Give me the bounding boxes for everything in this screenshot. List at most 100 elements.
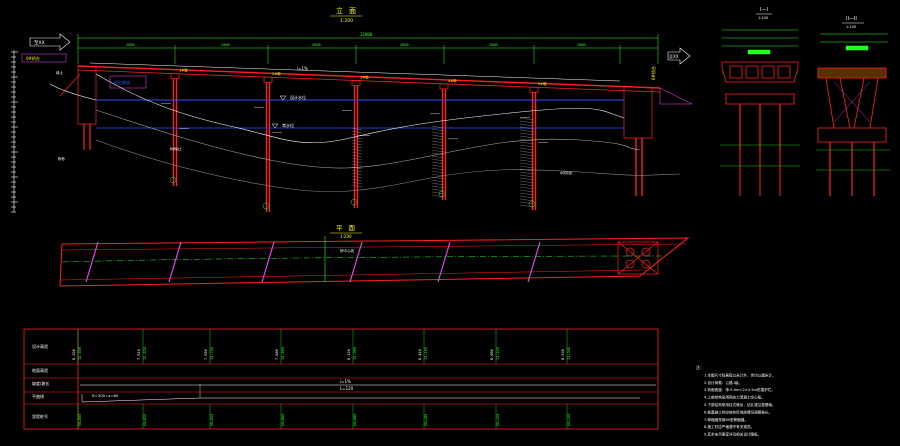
right-road-arrow: 至XX 6#桥台 <box>650 47 691 80</box>
left-abutment: 桥台锥坡 <box>59 65 147 150</box>
design-notes: 注： 1.本图尺寸除高程以米计外，余均以厘米计。2.设计荷载：公路-I级。3.桥… <box>696 364 776 437</box>
top-dim-total: 12000 <box>360 32 373 37</box>
water-levels: 设计水位 常水位 <box>96 94 624 129</box>
plan-scale: 1:200 <box>340 234 352 239</box>
svg-text:粉质粘土: 粉质粘土 <box>170 146 182 151</box>
plan-centerline <box>61 255 663 263</box>
note-line: 6.桩基施工时应按实际地质情况调整桩长。 <box>704 409 772 414</box>
svg-text:桥台锥坡: 桥台锥坡 <box>114 79 130 85</box>
station-value: K0+020 <box>143 414 147 426</box>
span-dim-label: 2000 <box>221 43 230 47</box>
svg-text:中风化岩: 中风化岩 <box>560 170 572 175</box>
ground-elevation-value: 8.530 <box>561 349 565 360</box>
plan-pier-lines <box>85 241 541 283</box>
svg-text:0#桥台: 0#桥台 <box>26 55 40 61</box>
plan-pier-line <box>437 241 451 283</box>
rock-hatch <box>431 125 445 198</box>
span-dim-label: 2000 <box>577 43 586 47</box>
ground-elevation-value: 8.060 <box>490 349 494 360</box>
table-row-label: 坡度/坡长 <box>32 380 49 386</box>
station-value: K0+120 <box>496 414 500 426</box>
plan-pier-line <box>261 241 275 283</box>
ground-profile <box>49 73 681 192</box>
length-label: L=120 <box>340 386 354 391</box>
pier-label: 2#墩 <box>272 71 281 76</box>
svg-text:填土: 填土 <box>56 70 63 75</box>
design-elevation-value: 13.220 <box>496 347 500 360</box>
pier-number-bubble <box>528 200 536 208</box>
pier-cap <box>351 80 361 86</box>
svg-text:1:100: 1:100 <box>846 25 856 29</box>
design-elevation-value: 13.340 <box>567 347 571 360</box>
svg-text:至XX: 至XX <box>34 40 45 46</box>
section-ii-title: II—II <box>846 16 857 22</box>
span-dim-label: 2000 <box>400 43 409 47</box>
plan-center-label: 桥中心线 <box>340 248 354 253</box>
svg-text:至XX: 至XX <box>669 54 679 59</box>
pier: 3#墩 <box>342 75 370 208</box>
plan-pier-line <box>527 241 541 283</box>
design-elevation-value: 12.620 <box>143 347 147 360</box>
water-label-1: 设计水位 <box>290 94 306 100</box>
plan-title: 平面 <box>336 224 356 232</box>
table-row-label: 地面高程 <box>32 367 48 373</box>
station-value: K0+100 <box>424 414 428 426</box>
elevation-scale: 1:200 <box>340 18 353 24</box>
station-value: K0+000 <box>78 414 82 426</box>
pier-label: 4#墩 <box>448 78 457 83</box>
svg-text:6#桥台: 6#桥台 <box>650 66 656 80</box>
span-dim-label: 2000 <box>126 43 135 47</box>
ground-elevation-value: 7.650 <box>204 349 208 360</box>
design-elevation-value: 12.860 <box>281 347 285 360</box>
design-elevation-value: 12.980 <box>353 347 357 360</box>
pier: 1#墩 <box>161 68 189 186</box>
station-value: K0+040 <box>210 414 214 426</box>
table-row-label: 里程桩号 <box>32 413 48 419</box>
grade-label: i=1% <box>340 379 351 384</box>
station-value: K0+140 <box>567 414 571 426</box>
pier: 4#墩 <box>430 78 458 200</box>
right-abutment <box>623 85 693 196</box>
design-elevation-value: 12.500 <box>78 347 82 360</box>
note-line: 1.本图尺寸除高程以米计外，余均以厘米计。 <box>704 372 776 377</box>
table-row-label: 平曲线 <box>32 393 44 399</box>
pier-label: 3#墩 <box>360 75 369 80</box>
ground-elevation-value: 7.880 <box>275 349 279 360</box>
rock-hatch <box>351 127 363 188</box>
section-ii: II—II 1:100 <box>816 16 890 196</box>
span-dim-label: 2000 <box>489 43 498 47</box>
piers: 1#墩2#墩3#墩4#墩5#墩 <box>161 68 548 212</box>
note-line: 7.伸缩缝采用80型伸缩缝。 <box>704 417 748 422</box>
ground-elevation-value: 7.910 <box>137 349 141 360</box>
ground-elevation-value: 8.320 <box>72 349 76 360</box>
curve-label: R=300 Ls=60 <box>92 393 119 398</box>
table-row-label: 设计高程 <box>32 343 48 349</box>
pier-cap <box>529 86 539 93</box>
plan-pier-line <box>168 241 182 283</box>
pier-cap <box>439 83 449 90</box>
svg-text:1:100: 1:100 <box>758 16 768 20</box>
pier-number-bubble <box>350 198 358 206</box>
design-elevation-value: 13.100 <box>424 347 428 360</box>
plan-outline <box>59 237 690 287</box>
pier-label: 1#墩 <box>179 68 188 73</box>
left-road-arrow: 至XX 0#桥台 <box>21 33 71 63</box>
notes-heading: 注： <box>696 364 704 370</box>
design-elevation-value: 12.740 <box>210 347 214 360</box>
ground-elevation-value: 8.120 <box>347 349 351 360</box>
water-label-2: 常水位 <box>282 122 294 128</box>
note-line: 8.施工时应严格遵守有关规范。 <box>704 424 754 429</box>
rock-hatch <box>519 117 535 208</box>
note-line: 4.上部结构采用预应力混凝土空心板。 <box>704 395 765 400</box>
section-i: I—I 1:100 <box>720 7 800 196</box>
note-line: 5.下部结构采用柱式墩台，钻孔灌注桩基础。 <box>704 402 776 407</box>
